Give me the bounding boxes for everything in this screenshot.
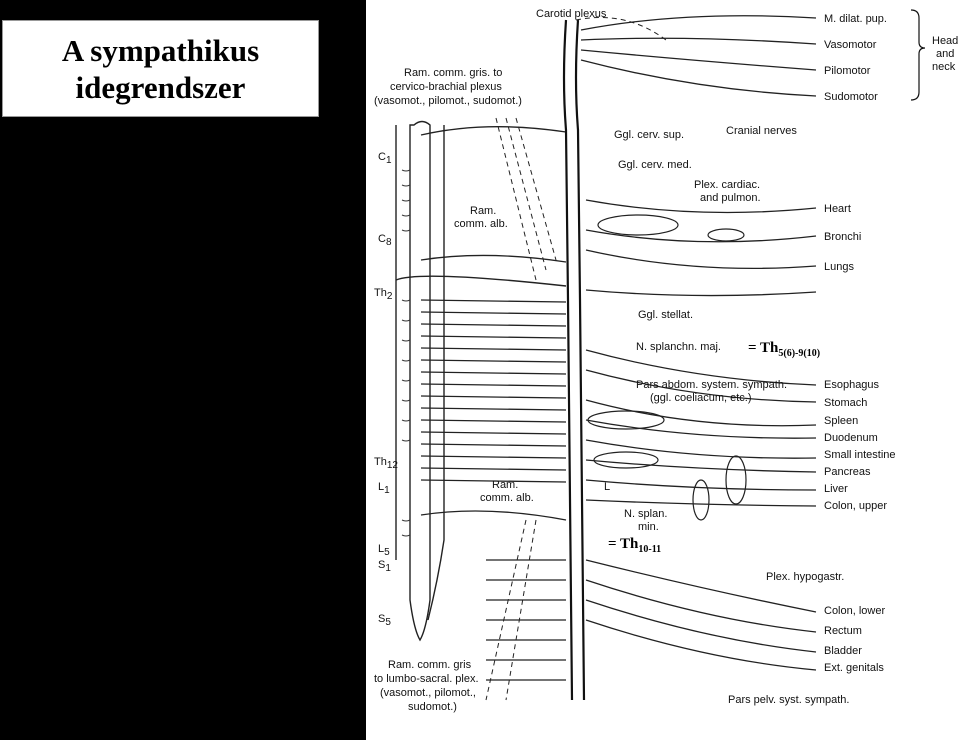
label-ram-lumbo-1: Ram. comm. gris [388,659,472,671]
label-plex-hypogastr: Plex. hypogastr. [766,571,844,583]
target-sudomotor: Sudomotor [824,91,878,103]
label-ram-lumbo-4: sudomot.) [408,701,457,713]
target-duodenum: Duodenum [824,432,878,444]
label-plex-cardiac-2: and pulmon. [700,192,761,204]
label-plex-cardiac-1: Plex. cardiac. [694,179,760,191]
label-ram-alb-2: comm. alb. [454,218,508,230]
segment-l1: L1 [378,481,390,496]
label-ggl-cerv-sup: Ggl. cerv. sup. [614,129,684,141]
target-pilomotor: Pilomotor [824,65,871,77]
target-fibers [580,15,817,671]
segment-s1: S1 [378,559,391,574]
label-ram-lumbo-2: to lumbo-sacral. plex. [374,673,479,685]
target-colon-lower: Colon, lower [824,605,885,617]
target-head-1: Head [932,35,958,47]
label-ram-alb2-2: comm. alb. [480,492,534,504]
slide-title-line-1: A sympathikus [61,32,260,68]
target-vasomotor: Vasomotor [824,39,877,51]
label-ram-alb2-1: Ram. [492,479,518,491]
ganglia [587,214,747,521]
label-ram-alb-1: Ram. [470,205,496,217]
label-l-mark: L [604,481,610,493]
target-liver: Liver [824,483,848,495]
slide-title-box: A sympathikus idegrendszer [2,20,319,117]
sympathetic-nervous-system-diagram: Carotid plexus Ram. comm. gris. to cervi… [366,0,960,740]
target-pancreas: Pancreas [824,466,871,478]
target-heart: Heart [824,203,851,215]
target-spleen: Spleen [824,415,858,427]
label-pars-pelv: Pars pelv. syst. sympath. [728,694,849,706]
target-stomach: Stomach [824,397,867,409]
segment-c1: C1 [378,151,392,166]
sympathetic-trunk [562,19,586,701]
slide-title-line-2: idegrendszer [75,69,246,105]
segment-s5: S5 [378,613,391,628]
overlay-splanchnic-minor-segments: = Th10-11 [608,536,661,555]
segment-th12: Th12 [374,456,398,471]
target-colon-upper: Colon, upper [824,500,887,512]
target-small-intestine: Small intestine [824,449,896,461]
rami-fibers [420,126,567,681]
segment-l5: L5 [378,543,390,558]
label-ram-cerv-1: Ram. comm. gris. to [404,67,502,79]
segment-c8: C8 [378,233,392,248]
label-carotid-plexus: Carotid plexus [536,8,607,20]
dashed-fibers [485,17,667,701]
diagram-svg: Carotid plexus Ram. comm. gris. to cervi… [374,8,958,713]
segment-ticks [401,169,411,537]
label-ggl-stellat: Ggl. stellat. [638,309,693,321]
label-ram-cerv-3: (vasomot., pilomot., sudomot.) [374,95,522,107]
spinal-cord [395,120,567,642]
target-head-3: neck [932,61,956,73]
label-ram-lumbo-3: (vasomot., pilomot., [380,687,476,699]
target-esophagus: Esophagus [824,379,880,391]
label-cranial-nerves: Cranial nerves [726,125,797,137]
label-ggl-cerv-med: Ggl. cerv. med. [618,159,692,171]
label-n-splanchn-maj: N. splanchn. maj. [636,341,721,353]
target-ext-genitals: Ext. genitals [824,662,884,674]
target-bronchi: Bronchi [824,231,861,243]
overlay-splanchnic-major-segments: = Th5(6)-9(10) [748,340,820,359]
label-pars-abdom-2: (ggl. coeliacum, etc.) [650,392,751,404]
target-bladder: Bladder [824,645,862,657]
label-ram-cerv-2: cervico-brachial plexus [390,81,502,93]
target-lungs: Lungs [824,261,854,273]
label-pars-abdom-1: Pars abdom. system. sympath. [636,379,787,391]
target-rectum: Rectum [824,625,862,637]
segment-th2: Th2 [374,287,393,302]
label-n-splan-1: N. splan. [624,508,667,520]
head-neck-brace [910,9,926,101]
label-n-splan-2: min. [638,521,659,533]
target-head-2: and [936,48,954,60]
target-m-dilat-pup: M. dilat. pup. [824,13,887,25]
